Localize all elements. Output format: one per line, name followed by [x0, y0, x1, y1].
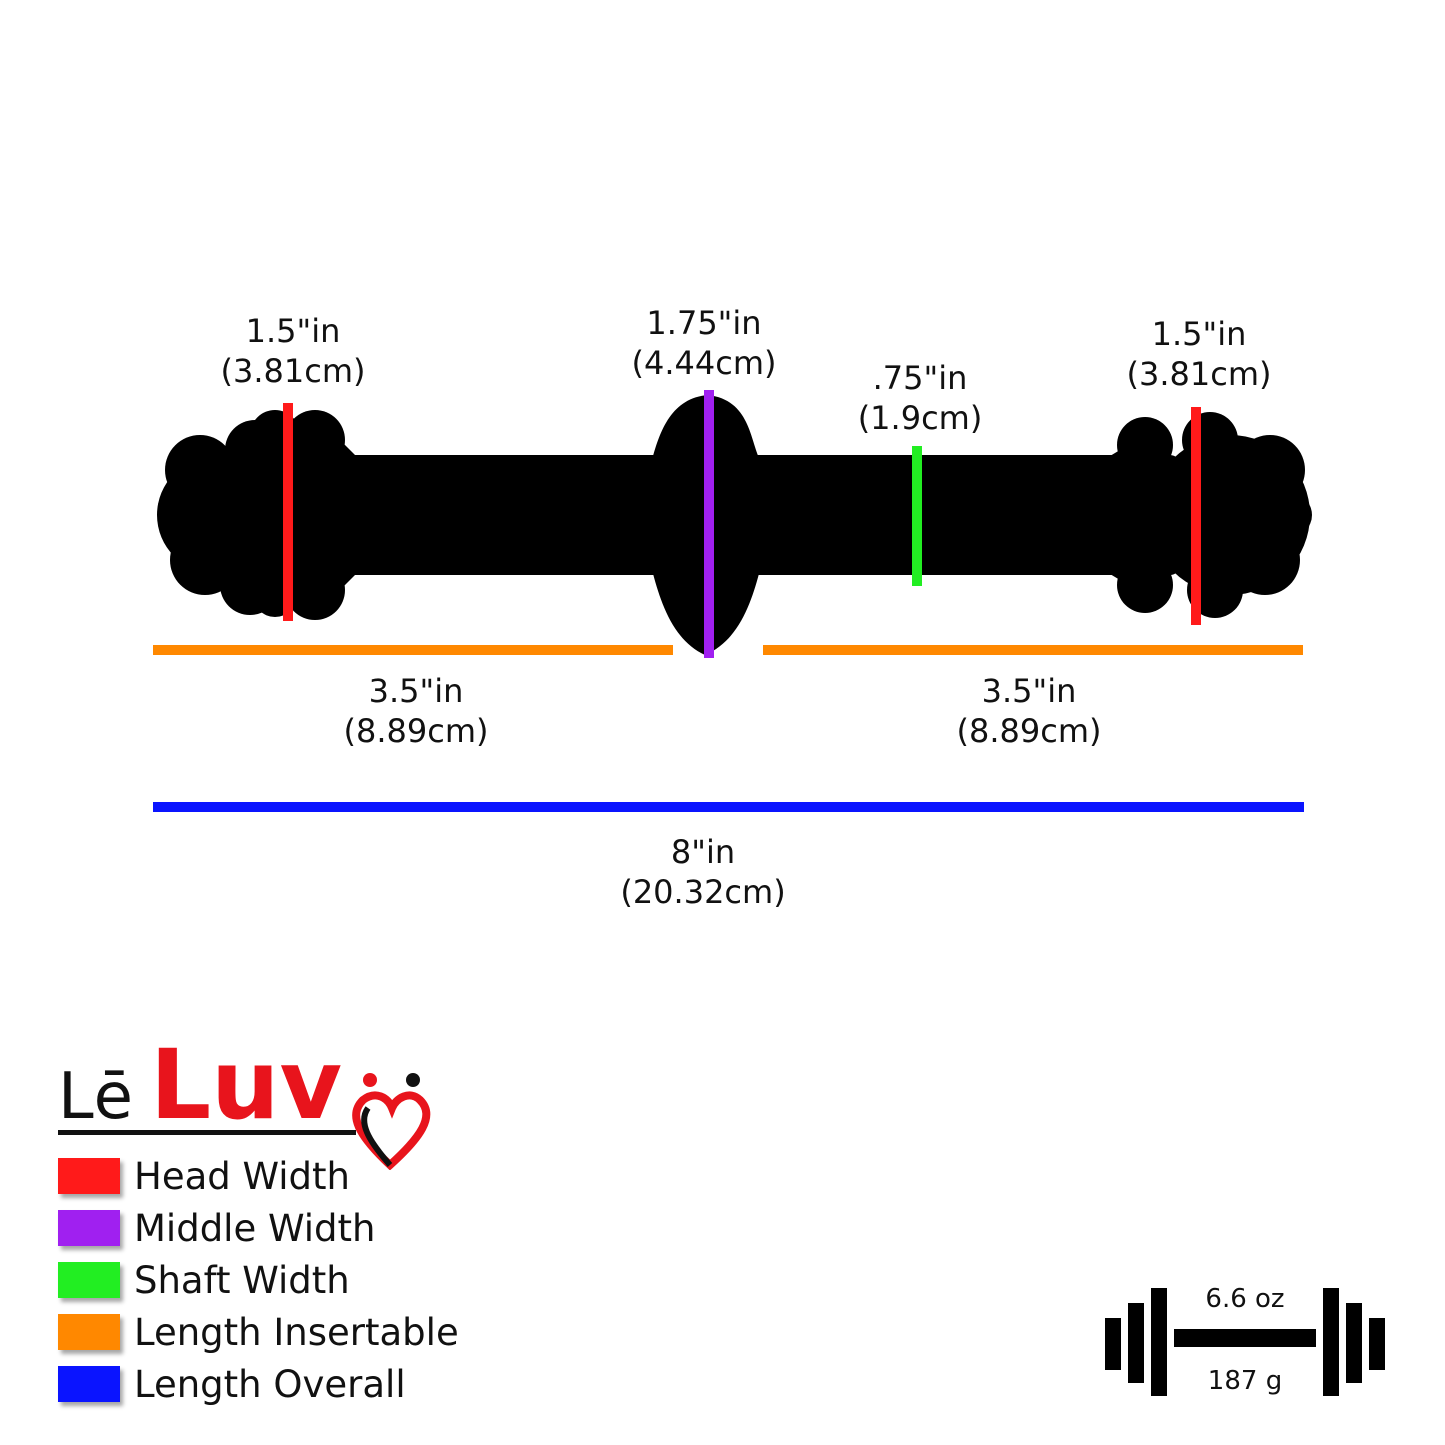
shaft-width-line — [912, 446, 922, 586]
legend-label: Shaft Width — [134, 1258, 350, 1302]
length-insertable-line-right — [763, 645, 1303, 655]
legend-item-middle-width: Middle Width — [58, 1202, 459, 1254]
legend-swatch — [58, 1262, 120, 1298]
length-insertable-label-right: 3.5"in(8.89cm) — [956, 672, 1102, 750]
brand-prefix: Lē — [58, 1060, 133, 1134]
legend-item-shaft-width: Shaft Width — [58, 1254, 459, 1306]
head-width-line-right — [1191, 407, 1201, 625]
legend-label: Middle Width — [134, 1206, 376, 1250]
legend-item-head-width: Head Width — [58, 1150, 459, 1202]
length-overall-line — [153, 802, 1304, 812]
middle-width-line — [704, 390, 714, 658]
legend-item-length-insertable: Length Insertable — [58, 1306, 459, 1358]
weight-oz: 6.6 oz — [1205, 1284, 1285, 1314]
brand-logo: Lē Luv — [58, 1020, 458, 1171]
weight-grams: 187 g — [1207, 1366, 1283, 1396]
head-width-line-left — [283, 403, 293, 621]
length-insertable-line-left — [153, 645, 673, 655]
head-width-label-right: 1.5"in(3.81cm) — [1126, 315, 1272, 393]
heart-logo-icon — [352, 1073, 431, 1171]
dumbbell-icon — [1105, 1288, 1385, 1396]
product-silhouette — [157, 395, 1312, 655]
middle-width-label: 1.75"in(4.44cm) — [631, 304, 777, 382]
legend-label: Head Width — [134, 1154, 351, 1198]
brand-name: Luv — [150, 1029, 342, 1141]
length-overall-label: 8"in(20.32cm) — [620, 833, 786, 911]
legend-item-length-overall: Length Overall — [58, 1358, 459, 1410]
legend-swatch — [58, 1158, 120, 1194]
head-width-label-left: 1.5"in(3.81cm) — [220, 312, 366, 390]
legend-label: Length Overall — [134, 1362, 406, 1406]
legend: Head Width Middle Width Shaft Width Leng… — [58, 1150, 459, 1410]
legend-swatch — [58, 1366, 120, 1402]
shaft-width-label: .75"in(1.9cm) — [857, 359, 983, 437]
length-insertable-label-left: 3.5"in(8.89cm) — [343, 672, 489, 750]
legend-swatch — [58, 1210, 120, 1246]
legend-swatch — [58, 1314, 120, 1350]
legend-label: Length Insertable — [134, 1310, 459, 1354]
